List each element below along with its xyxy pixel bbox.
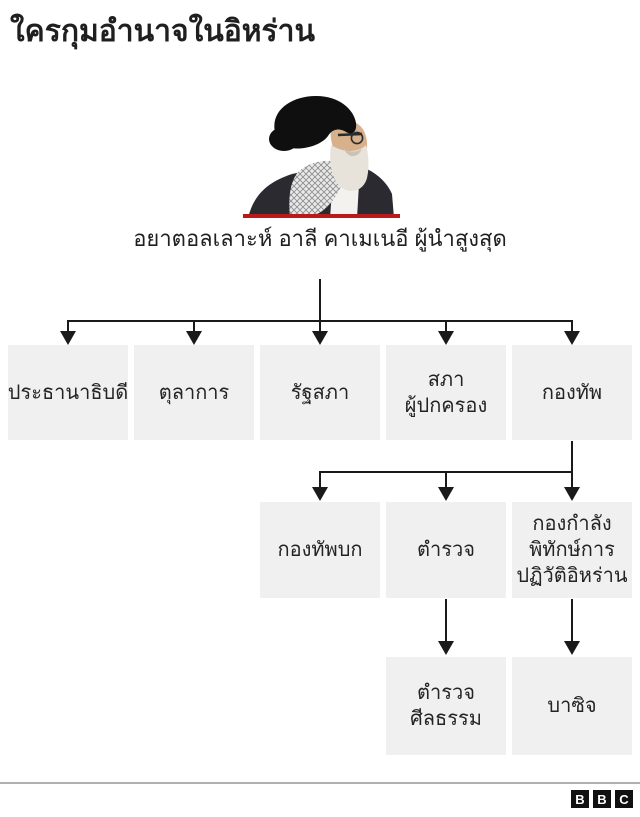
beard-shape: [330, 145, 369, 191]
box-label: ประธานาธิบดี: [7, 381, 129, 404]
box-label: ผู้ปกครอง: [404, 394, 488, 417]
bbc-logo-block-c: C: [615, 790, 633, 808]
keffiyeh-scarf-shape: [289, 160, 342, 218]
box-irgc: กองกำลัง พิทักษ์การ ปฏิวัติอิหร่าน: [512, 502, 632, 598]
box-label: ตำรวจ: [417, 539, 475, 561]
box-basij: บาซิจ: [512, 657, 632, 755]
leader-caption-line1: อยาตอลเลาะห์ อาลี: [133, 226, 318, 251]
mustache-shape: [344, 149, 362, 157]
box-label: สภา: [427, 368, 465, 391]
glasses-lens-icon: [350, 131, 364, 145]
leader-caption-line2: คาเมเนอี ผู้นำสูงสุด: [323, 226, 507, 251]
box-morality-police: ตำรวจ ศีลธรรม: [386, 657, 506, 755]
box-label: ศีลธรรม: [410, 708, 482, 730]
turban-back-shape: [269, 127, 299, 151]
leader-caption: อยาตอลเลาะห์ อาลี คาเมเนอี ผู้นำสูงสุด: [0, 225, 640, 252]
box-police: ตำรวจ: [386, 502, 506, 598]
box-guardian-council: สภา ผู้ปกครอง: [386, 345, 506, 440]
khamenei-portrait-image: [248, 96, 394, 218]
bbc-logo: B B C: [571, 790, 633, 808]
footer-divider: [0, 782, 640, 784]
box-label: พิทักษ์การ: [529, 539, 615, 561]
box-label: กองทัพ: [541, 381, 603, 404]
box-president: ประธานาธิบดี: [8, 345, 128, 440]
box-label: รัฐสภา: [290, 381, 350, 404]
box-label: กองทัพบก: [277, 539, 363, 561]
glasses-icon: [337, 132, 363, 137]
box-army: กองทัพบก: [260, 502, 380, 598]
box-label: บาซิจ: [547, 695, 597, 717]
box-label: ตำรวจ: [417, 682, 475, 704]
box-label: กองกำลัง: [532, 513, 612, 535]
box-armed-forces: กองทัพ: [512, 345, 632, 440]
box-label: ปฏิวัติอิหร่าน: [516, 565, 628, 587]
page-title: ใครกุมอำนาจในอิหร่าน: [10, 15, 315, 48]
bbc-logo-block-b1: B: [571, 790, 589, 808]
photo-red-underline: [243, 214, 400, 218]
box-label: ตุลาการ: [158, 381, 230, 404]
box-parliament: รัฐสภา: [260, 345, 380, 440]
box-judiciary: ตุลาการ: [134, 345, 254, 440]
bbc-logo-block-b2: B: [593, 790, 611, 808]
